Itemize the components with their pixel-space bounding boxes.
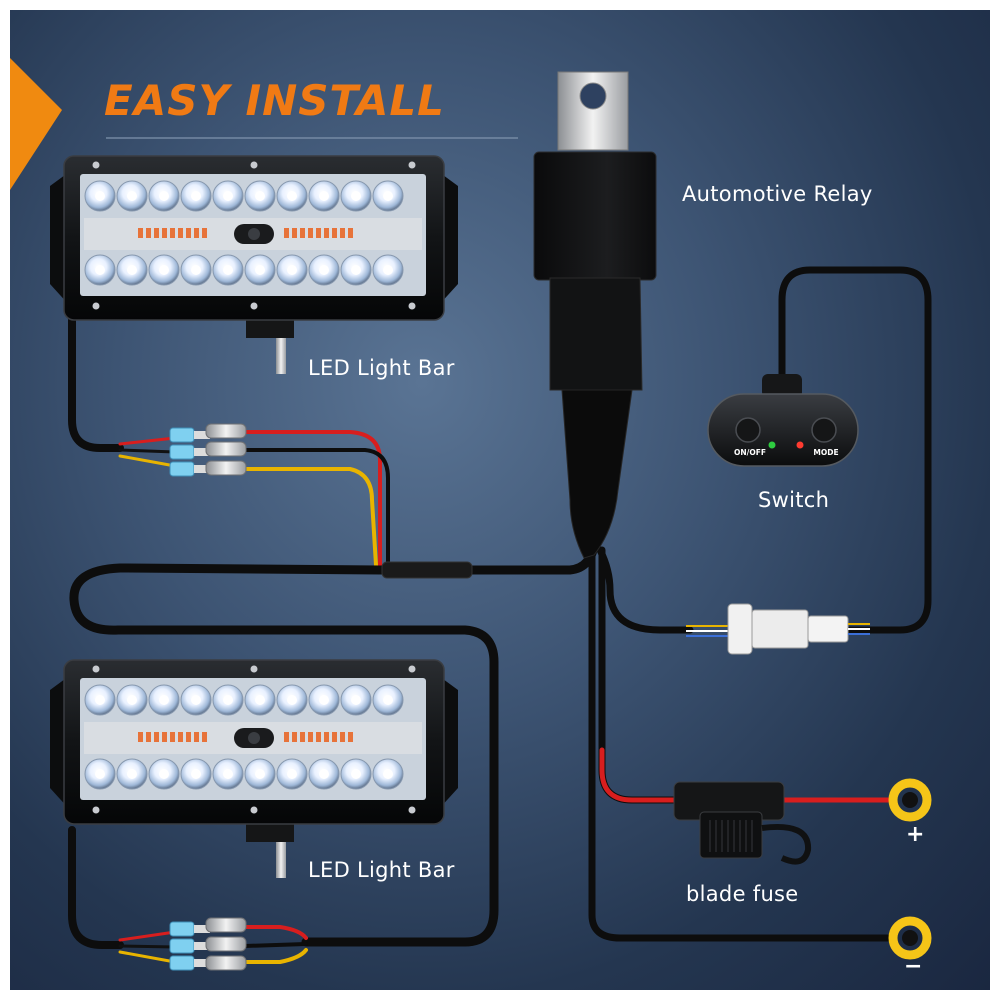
positive-ring-terminal <box>888 778 932 822</box>
switch-cable <box>778 266 932 634</box>
positive-sign: + <box>906 822 925 847</box>
top-connectors <box>169 423 247 477</box>
top-bar-cable <box>68 316 124 452</box>
red-led-indicator <box>796 441 804 449</box>
lower-bar-harness <box>69 563 499 947</box>
bottom-connectors <box>169 917 247 971</box>
relay-boot <box>561 389 633 559</box>
on-off-label: ON/OFF <box>734 448 766 457</box>
on-off-button <box>735 417 761 443</box>
diagram-canvas: ON/OFF MODE <box>10 10 990 990</box>
mounting-hole <box>579 82 607 110</box>
light-bar-top-label: LED Light Bar <box>308 356 455 380</box>
mode-button <box>811 417 837 443</box>
wiring-diagram: ON/OFF MODE <box>10 58 932 971</box>
negative-sign: − <box>904 954 923 979</box>
mode-label: MODE <box>813 448 838 457</box>
relay-label: Automotive Relay <box>682 182 873 206</box>
switch-label: Switch <box>758 488 830 512</box>
led-light-bar-bottom <box>50 659 458 878</box>
negative-wire <box>588 546 894 942</box>
led-light-bar-top <box>50 155 458 374</box>
bottom-bar-cable <box>68 826 124 949</box>
relay-mounting-tab <box>557 71 629 151</box>
green-led-indicator <box>768 441 776 449</box>
switch: ON/OFF MODE <box>707 374 859 467</box>
relay-box <box>533 151 657 281</box>
light-bar-bottom-label: LED Light Bar <box>308 858 455 882</box>
wire-harness <box>68 266 932 964</box>
fuse-label: blade fuse <box>686 882 799 906</box>
corner-accent <box>10 58 62 190</box>
blade-fuse-holder <box>673 781 812 865</box>
switch-body <box>707 393 859 467</box>
relay <box>533 71 657 559</box>
switch-plug-connector <box>686 603 870 655</box>
negative-ring-terminal <box>888 916 932 960</box>
page-title: EASY INSTALL <box>104 76 445 125</box>
